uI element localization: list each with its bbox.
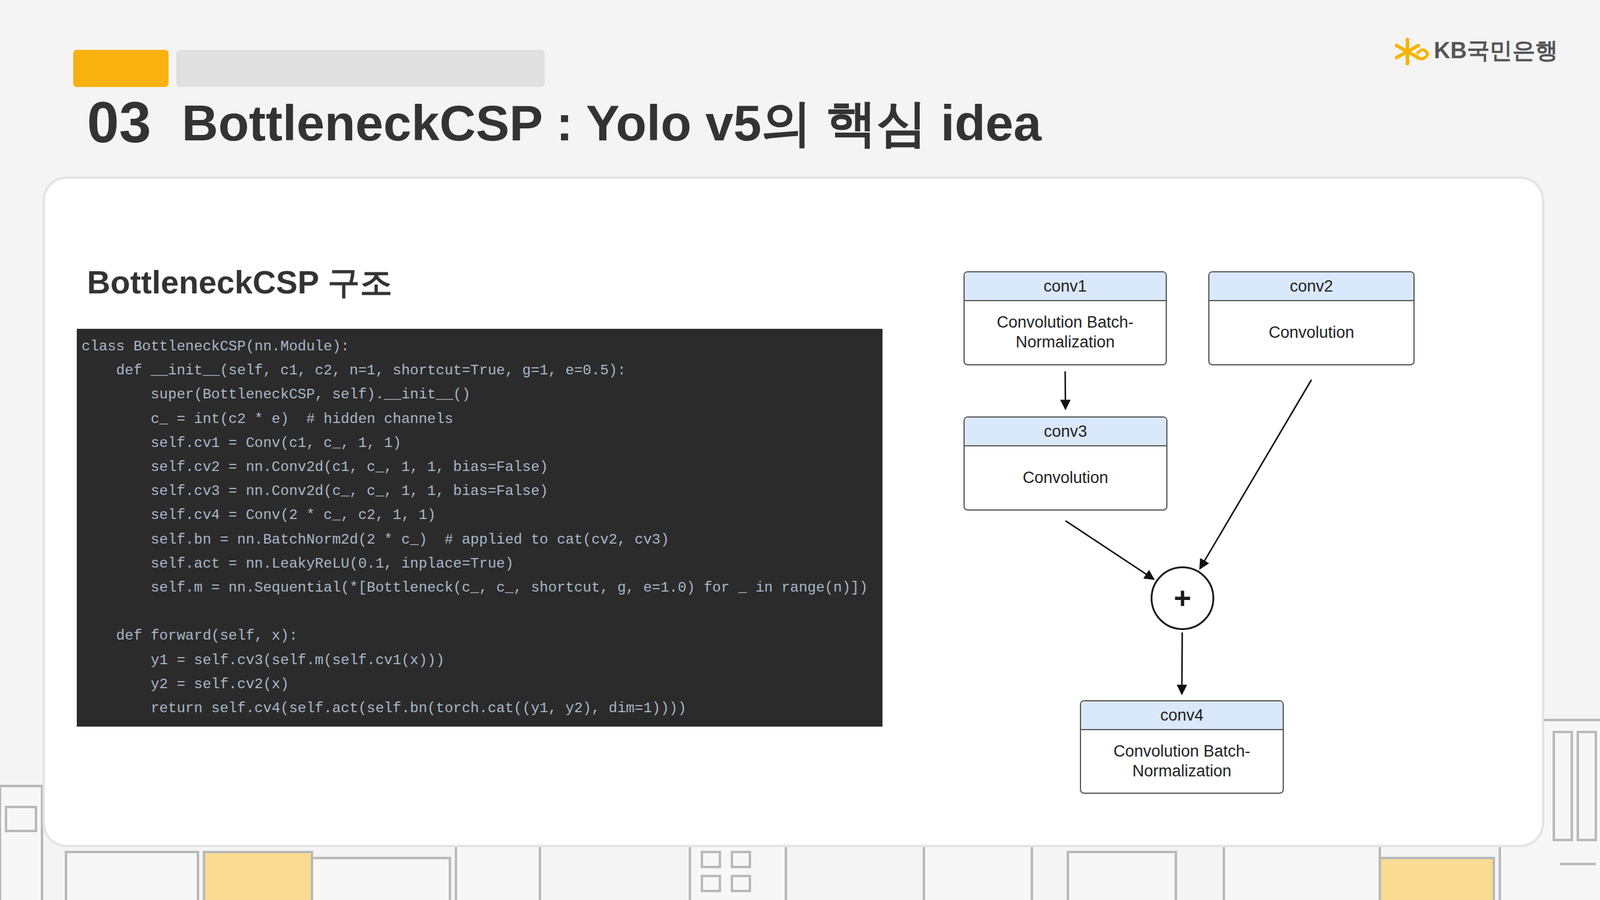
bank-logo-text: KB국민은행 [1433, 35, 1559, 65]
code-line: self.m = nn.Sequential(*[Bottleneck(c_, … [81, 575, 869, 600]
layer-name: conv2 [1209, 272, 1414, 302]
sum-circle: + [1150, 566, 1215, 630]
sum-symbol: + [1173, 583, 1191, 614]
layer-box: conv3Convolution [963, 416, 1168, 511]
code-line: self.bn = nn.BatchNorm2d(2 * c_) # appli… [81, 527, 669, 552]
code-line: self.cv4 = Conv(2 * c_, c2, 1, 1) [81, 503, 437, 528]
accent-bar [73, 49, 169, 87]
tab-bar [176, 49, 545, 87]
layer-box: conv4Convolution Batch-Normalization [1079, 700, 1284, 794]
code-line: c_ = int(c2 * e) # hidden channels [81, 407, 453, 432]
code-line: def forward(self, x): [81, 623, 298, 648]
flow-arrow [1065, 520, 1154, 580]
section-number: 03 [86, 88, 152, 156]
layer-ops: Convolution Batch-Normalization [964, 301, 1166, 364]
layer-name: conv4 [1081, 701, 1283, 731]
code-line: self.cv2 = nn.Conv2d(c1, c_, 1, 1, bias=… [81, 455, 549, 480]
code-line: class BottleneckCSP(nn.Module): [81, 334, 350, 359]
code-line: y1 = self.cv3(self.m(self.cv1(x))) [81, 648, 445, 673]
code-line: self.cv1 = Conv(c1, c_, 1, 1) [81, 431, 402, 456]
code-line: return self.cv4(self.act(self.bn(torch.c… [81, 696, 687, 721]
layer-name: conv1 [964, 272, 1166, 302]
layer-name: conv3 [964, 417, 1167, 447]
layer-box: conv2Convolution [1208, 271, 1415, 366]
flow-arrow [1064, 371, 1067, 410]
code-line: def __init__(self, c1, c2, n=1, shortcut… [81, 358, 626, 383]
flow-arrow [1199, 379, 1312, 569]
code-line: y2 = self.cv2(x) [81, 672, 290, 697]
section-subtitle: BottleneckCSP 구조 [86, 262, 393, 302]
code-line: super(BottleneckCSP, self).__init__() [81, 382, 471, 407]
flow-arrow [1181, 632, 1184, 695]
logo-star [1393, 35, 1431, 68]
layer-ops: Convolution [1209, 301, 1414, 364]
layer-ops: Convolution [964, 446, 1167, 509]
layer-ops: Convolution Batch-Normalization [1081, 730, 1283, 792]
code-line: self.cv3 = nn.Conv2d(c_, c_, 1, 1, bias=… [81, 479, 549, 504]
code-line: self.act = nn.LeakyReLU(0.1, inplace=Tru… [81, 551, 514, 576]
layer-box: conv1Convolution Batch-Normalization [963, 271, 1167, 366]
slide-title: BottleneckCSP : Yolo v5의 핵심 idea [181, 89, 1042, 156]
